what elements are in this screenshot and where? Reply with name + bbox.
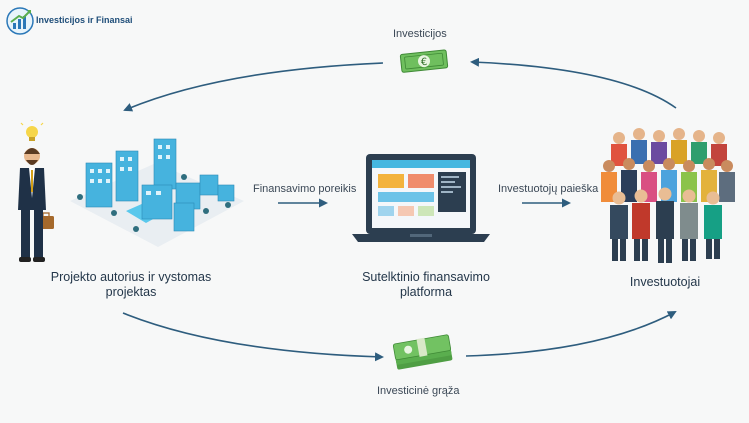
- node-author-line2: projektas: [105, 285, 157, 299]
- node-platform-line1: Sutelktinio finansavimo: [362, 270, 490, 284]
- city-buildings-icon: [70, 138, 244, 247]
- node-platform-label: Sutelktinio finansavimo platforma: [336, 270, 516, 300]
- arrow-bottom-right: [465, 311, 677, 357]
- node-author-label: Projekto autorius ir vystomas projektas: [36, 270, 226, 300]
- logo-chart-icon: [6, 7, 34, 35]
- node-author-line1: Projekto autorius ir vystomas: [50, 270, 212, 284]
- investors-crowd-icon: [601, 128, 735, 263]
- node-investors-line1: Investuotojai: [629, 275, 701, 289]
- flow-label-investuotoju-paieska: Investuotojų paieška: [498, 183, 599, 195]
- node-platform-line2: platforma: [399, 285, 453, 299]
- node-investors-label: Investuotojai: [610, 275, 720, 290]
- banknote-euro-icon: €: [399, 49, 449, 73]
- money-stack-icon: [392, 334, 453, 370]
- arrow-bottom-left: [122, 312, 384, 362]
- flow-label-investicijos: Investicijos: [393, 28, 447, 40]
- arrow-top-right: [470, 57, 677, 109]
- businessman-icon: [18, 120, 54, 262]
- arrow-top-left: [123, 62, 384, 112]
- laptop-platform-icon: [352, 154, 490, 242]
- flow-label-investicine-graza: Investicinė grąža: [377, 385, 460, 397]
- flow-label-finansavimo-poreikis: Finansavimo poreikis: [253, 183, 357, 195]
- logo-text: Investicijos ir Finansai: [36, 15, 133, 25]
- svg-text:€: €: [420, 57, 427, 69]
